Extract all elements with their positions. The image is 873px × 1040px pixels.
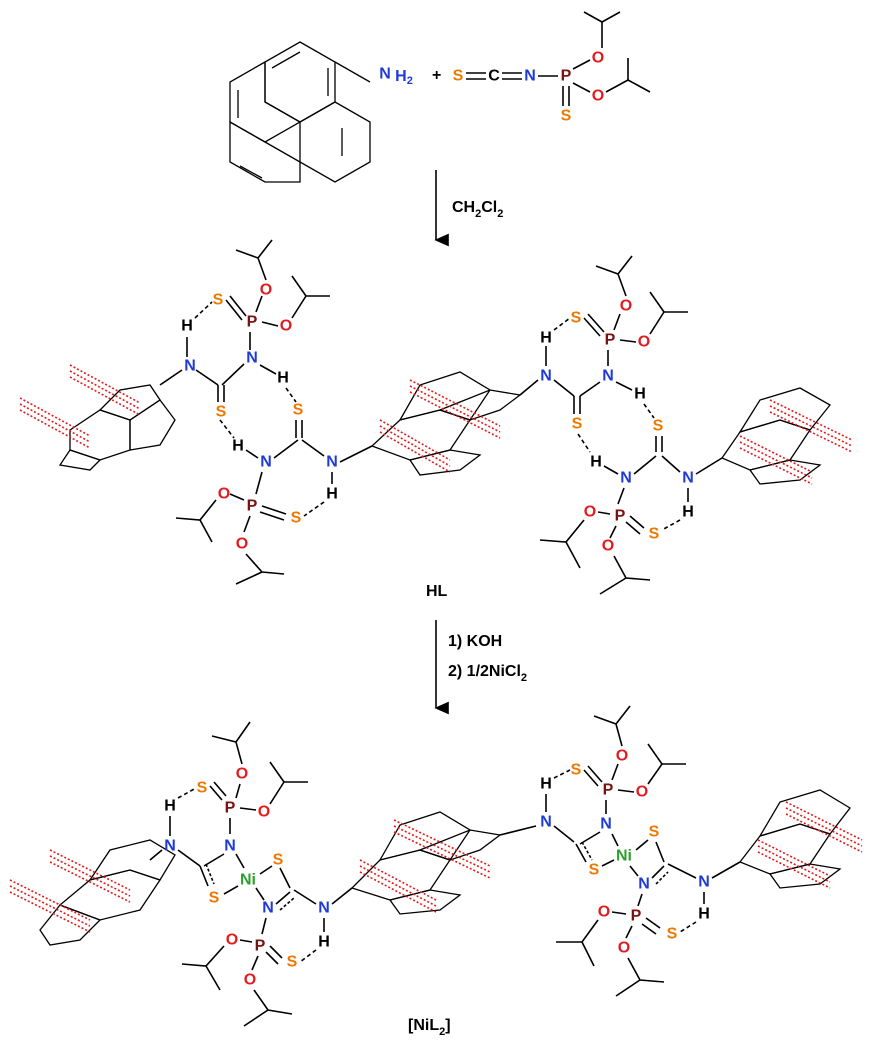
- nil2-structure: N H S P O O N S Ni S N N H S P O: [9, 705, 863, 1038]
- nil2-n3: N: [262, 900, 274, 917]
- amine-hydrogen: H2: [395, 68, 413, 88]
- nil2-o8: O: [618, 940, 630, 957]
- nil2-s1: S: [197, 780, 208, 797]
- nil2-pyrene-center: [350, 811, 502, 915]
- iso-phosphorus: P: [561, 68, 572, 85]
- step2-line1: 1) KOH: [448, 633, 502, 650]
- hl-p1: P: [247, 314, 258, 331]
- pyrene-left: [58, 384, 176, 471]
- pyrene-right: [721, 387, 831, 485]
- hl-h7: H: [590, 454, 602, 471]
- hl-h2: H: [277, 370, 289, 387]
- nil2-n4: N: [318, 900, 330, 917]
- hl-n4: N: [326, 454, 338, 471]
- hl-s7: S: [653, 418, 664, 435]
- hl-o1: O: [260, 282, 272, 299]
- nil2-ni-right: Ni: [616, 848, 632, 865]
- hl-n5: N: [540, 368, 552, 385]
- hl-s5: S: [571, 310, 582, 327]
- hl-p4: P: [615, 508, 626, 525]
- hl-o8: O: [602, 538, 614, 555]
- hl-h5: H: [540, 330, 552, 347]
- aminopyrene-structure: N H2 +: [229, 41, 441, 183]
- hl-n2: N: [246, 350, 258, 367]
- iso-oxygen-1: O: [592, 50, 604, 67]
- isothiocyanate-structure: S C N P S O O: [453, 11, 651, 125]
- hl-o3: O: [218, 486, 230, 503]
- nil2-o4: O: [244, 972, 256, 989]
- nil2-ni-left: Ni: [240, 872, 256, 889]
- hl-h3: H: [232, 438, 244, 455]
- nil2-o2: O: [258, 804, 270, 821]
- iso-thiono-sulfur: S: [561, 108, 572, 125]
- hl-o4: O: [236, 536, 248, 553]
- hl-s3: S: [293, 402, 304, 419]
- hl-s8: S: [649, 526, 660, 543]
- hl-n6: N: [602, 368, 614, 385]
- nil2-s6: S: [589, 862, 600, 879]
- hl-n3: N: [260, 454, 272, 471]
- step1-reagent: CH2Cl2: [452, 199, 503, 220]
- nil2-o7: O: [598, 904, 610, 921]
- nil2-pyrene-right: [738, 789, 851, 889]
- nil2-s2: S: [209, 890, 220, 907]
- nil2-n6: N: [600, 816, 612, 833]
- hl-p3: P: [605, 332, 616, 349]
- nil2-p3: P: [603, 782, 614, 799]
- hl-n8: N: [682, 470, 694, 487]
- hl-label: HL: [426, 583, 448, 600]
- hl-o7: O: [584, 504, 596, 521]
- hl-h1: H: [181, 318, 193, 335]
- hl-o5: O: [620, 298, 632, 315]
- nil2-o5: O: [616, 748, 628, 765]
- iso-sulfur: S: [453, 68, 464, 85]
- nil2-n2: N: [224, 838, 236, 855]
- iso-oxygen-2: O: [592, 88, 604, 105]
- iso-carbon: C: [488, 68, 500, 85]
- plus-sign: +: [432, 67, 441, 84]
- iso-nitrogen: N: [524, 68, 536, 85]
- nil2-p4: P: [631, 908, 642, 925]
- hl-n7: N: [620, 470, 632, 487]
- nil2-o6: O: [636, 784, 648, 801]
- nil2-s3: S: [273, 852, 284, 869]
- nil2-n5: N: [540, 814, 552, 831]
- hl-n1: N: [184, 358, 196, 375]
- hl-structure: N H S P O O N S H S H N N H S P: [19, 239, 853, 600]
- hl-o6: O: [638, 334, 650, 351]
- amine-nitrogen: N: [379, 66, 391, 83]
- nil2-s7: S: [649, 824, 660, 841]
- hl-s1: S: [213, 292, 224, 309]
- hl-o2: O: [280, 318, 292, 335]
- nil2-n1: N: [164, 838, 176, 855]
- nil2-s4: S: [287, 954, 298, 971]
- nil2-s8: S: [667, 926, 678, 943]
- step2-line2: 2) 1/2NiCl2: [448, 663, 527, 684]
- hl-h6: H: [634, 386, 646, 403]
- pyrene-center: [370, 371, 522, 476]
- hl-s2: S: [216, 404, 227, 421]
- hl-s4: S: [291, 510, 302, 527]
- nil2-h2: H: [318, 934, 330, 951]
- nil2-p2: P: [255, 938, 266, 955]
- hl-p2: P: [247, 498, 258, 515]
- nil2-n7: N: [638, 876, 650, 893]
- nil2-h1: H: [164, 798, 176, 815]
- hl-h8: H: [682, 504, 694, 521]
- hl-h4: H: [326, 486, 338, 503]
- nil2-s5: S: [571, 762, 582, 779]
- hl-s6: S: [572, 416, 583, 433]
- nil2-n8: N: [698, 874, 710, 891]
- nil2-label: [NiL2]: [408, 1017, 451, 1038]
- nil2-p1: P: [225, 800, 236, 817]
- nil2-h3: H: [540, 776, 552, 793]
- nil2-o3: O: [226, 932, 238, 949]
- nil2-o1: O: [236, 766, 248, 783]
- nil2-h4: H: [698, 906, 710, 923]
